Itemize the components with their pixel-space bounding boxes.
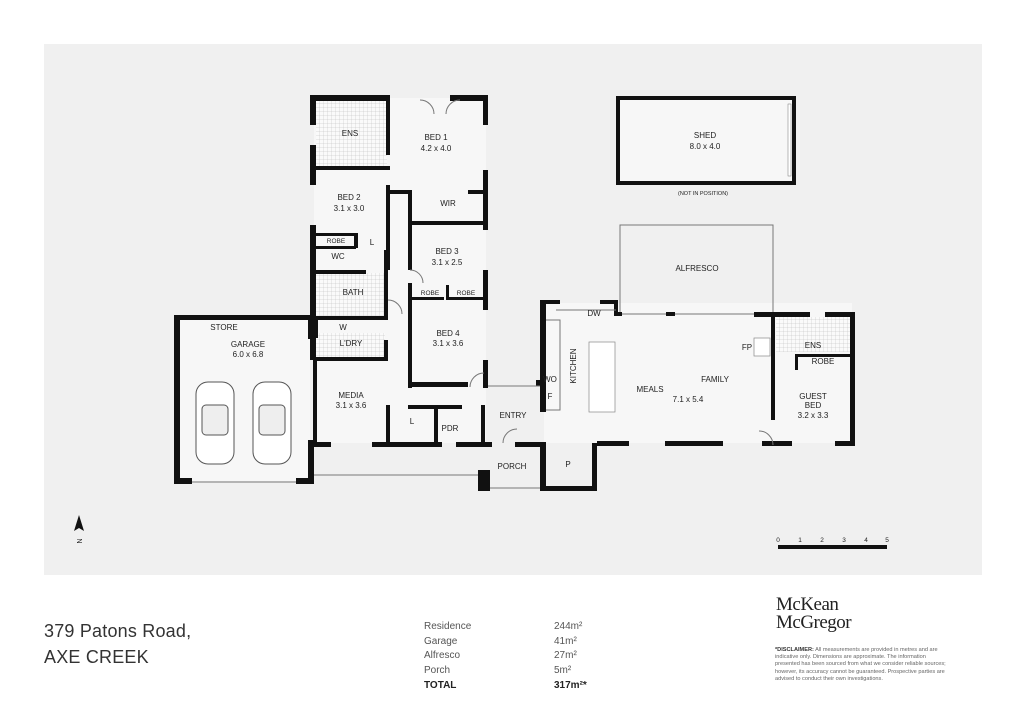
scale-tick: 2: [820, 537, 824, 544]
scale-tick: 4: [864, 537, 868, 544]
room-wc: WC: [331, 252, 345, 261]
area-label: Alfresco: [424, 650, 461, 662]
disclaimer-text: All measurements are provided in metres …: [775, 647, 946, 682]
brand-line1: McKean: [776, 594, 839, 615]
room-bed1: BED 1: [424, 133, 448, 142]
room-garage: GARAGE: [231, 340, 265, 349]
room-guest-bed: GUEST: [799, 392, 827, 401]
svg-text:N: N: [75, 538, 82, 543]
room-shed: SHED: [694, 131, 716, 140]
shed-outline: [616, 96, 796, 185]
room-alfresco: ALFRESCO: [675, 264, 718, 273]
room-guest-bed-2: BED: [805, 401, 822, 410]
room-bed4-size: 3.1 x 3.6: [433, 339, 464, 348]
room-laundry: L'DRY: [340, 339, 363, 348]
wet-area-tiles: [316, 101, 850, 358]
brand-line2: McGregor: [776, 612, 852, 633]
room-bed2-size: 3.1 x 3.0: [334, 204, 365, 213]
area-total-row: TOTAL 317m²*: [424, 680, 587, 695]
room-bed4: BED 4: [436, 329, 460, 338]
area-label: Garage: [424, 635, 458, 647]
room-linen-hall: L: [410, 417, 415, 426]
room-wo: WO: [543, 375, 557, 384]
address-suburb: AXE CREEK: [44, 647, 149, 667]
room-garage-size: 6.0 x 6.8: [233, 350, 264, 359]
room-robe: ROBE: [421, 290, 440, 297]
area-label: Porch: [424, 665, 451, 677]
kitchen-island: [588, 341, 616, 413]
shed-door: [787, 103, 792, 177]
room-bed2: BED 2: [337, 193, 361, 202]
room-w: W: [339, 323, 347, 332]
room-bed3-size: 3.1 x 2.5: [432, 258, 463, 267]
walls: [174, 95, 855, 491]
area-label: Residence: [424, 621, 472, 632]
room-shed-size: 8.0 x 4.0: [690, 142, 721, 151]
thin-lines: [192, 99, 774, 489]
room-guest-robe: ROBE: [812, 357, 835, 366]
disclaimer: *DISCLAIMER: All measurements are provid…: [775, 647, 950, 683]
room-wir: WIR: [440, 199, 456, 208]
scale-bar: 0 1 2 3 4 5: [776, 537, 889, 549]
area-row: Porch 5m²: [424, 665, 587, 680]
car-icons: [195, 381, 292, 465]
room-guest-ens: ENS: [805, 341, 821, 350]
room-dw: DW: [587, 309, 601, 318]
scale-tick: 1: [798, 537, 802, 544]
area-value: 41m²: [554, 635, 577, 647]
room-guest-bed-size: 3.2 x 3.3: [798, 411, 829, 420]
room-media: MEDIA: [338, 391, 364, 400]
alfresco-outline: [619, 224, 774, 314]
room-linen: L: [370, 238, 375, 247]
room-store: STORE: [210, 323, 237, 332]
room-robe: ROBE: [457, 290, 476, 297]
scale-tick: 3: [842, 537, 846, 544]
room-pdr: PDR: [442, 424, 459, 433]
fireplace: [753, 337, 771, 357]
room-bed1-size: 4.2 x 4.0: [421, 144, 452, 153]
room-bed3: BED 3: [435, 247, 459, 256]
total-value: 317m²*: [554, 679, 587, 691]
north-arrow-icon: N: [74, 515, 84, 544]
disclaimer-title: *DISCLAIMER:: [775, 647, 814, 653]
room-family: FAMILY: [701, 375, 730, 384]
scale-tick: 0: [776, 537, 780, 544]
area-row: Garage 41m²: [424, 636, 587, 651]
area-summary: Residence 244m² Garage 41m² Alfresco 27m² P…: [424, 621, 587, 694]
total-label: TOTAL: [424, 679, 457, 691]
room-robe: ROBE: [327, 238, 346, 245]
room-bath: BATH: [343, 288, 364, 297]
room-pantry: P: [565, 460, 570, 469]
room-ens: ENS: [342, 129, 358, 138]
area-row: Alfresco 27m²: [424, 650, 587, 665]
area-value: 27m²: [554, 650, 577, 662]
area-value: 244m²: [554, 621, 583, 632]
room-living-size: 7.1 x 5.4: [673, 395, 704, 404]
scale-tick: 5: [885, 537, 889, 544]
brand-logo: McKean McGregor: [776, 594, 852, 633]
room-kitchen: KITCHEN: [569, 348, 578, 383]
room-fp: FP: [742, 343, 752, 352]
area-value: 5m²: [554, 665, 572, 677]
area-row: Residence 244m²: [424, 621, 587, 636]
address-street: 379 Patons Road,: [44, 621, 192, 641]
room-labels: ENS BED 1 4.2 x 4.0 BED 2 3.1 x 3.0 WIR …: [210, 129, 834, 471]
room-f: F: [548, 392, 553, 401]
shed-note: (NOT IN POSITION): [678, 191, 728, 197]
room-media-size: 3.1 x 3.6: [336, 401, 367, 410]
room-entry: ENTRY: [500, 411, 528, 420]
room-porch: PORCH: [498, 462, 527, 471]
room-meals: MEALS: [636, 385, 663, 394]
